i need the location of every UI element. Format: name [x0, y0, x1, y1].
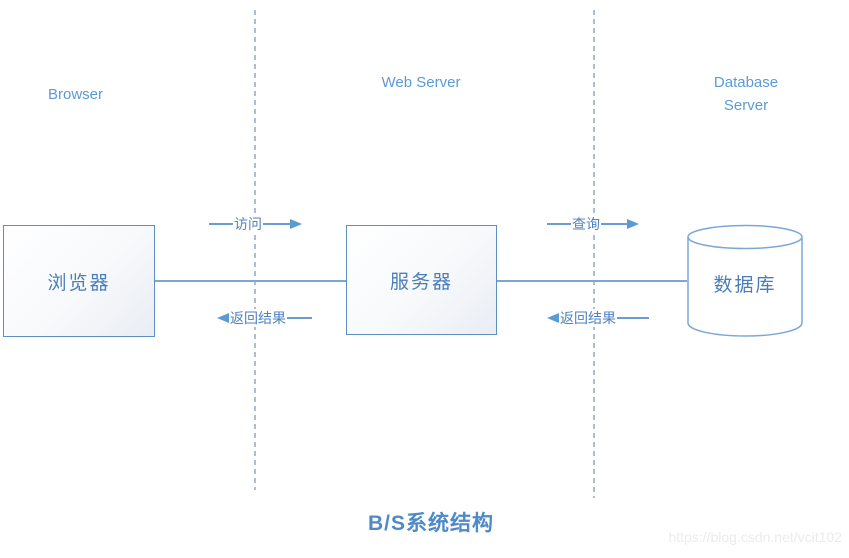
arrow-return-result-right-label: 返回结果	[560, 310, 616, 326]
watermark-text: https://blog.csdn.net/vcit102	[668, 529, 842, 545]
arrow-return-result-right: 返回结果	[547, 309, 649, 327]
lane-label-web-server: Web Server	[381, 74, 461, 91]
arrow-query-tail-line	[547, 223, 571, 225]
connector-browser-server	[155, 280, 346, 282]
arrow-left-icon	[547, 313, 559, 323]
arrow-right-icon	[627, 219, 639, 229]
node-browser-label: 浏览器	[47, 272, 111, 294]
lane-label-database-server: Database Server	[713, 74, 779, 115]
connector-server-database	[497, 280, 687, 282]
arrow-access: 访问	[209, 215, 302, 233]
arrow-right-icon	[290, 219, 302, 229]
database-cylinder-icon	[687, 224, 803, 337]
arrow-access-label: 访问	[234, 216, 262, 232]
diagram-title: B/S系统结构	[367, 512, 494, 535]
arrow-return-result-left: 返回结果	[217, 309, 312, 327]
node-database: 数据库	[687, 224, 803, 338]
arrow-access-tail-line	[209, 223, 233, 225]
node-web-server: 服务器	[346, 225, 497, 335]
node-web-server-label: 服务器	[389, 271, 453, 293]
arrow-left-icon	[217, 313, 229, 323]
arrow-access-lead-line	[263, 223, 290, 225]
arrow-query-lead-line	[601, 223, 627, 225]
arrow-query: 查询	[547, 215, 639, 233]
lane-separator-left	[254, 10, 256, 490]
arrow-return-result-left-tail-line	[287, 317, 312, 319]
arrow-query-label: 查询	[572, 216, 600, 232]
node-database-label: 数据库	[713, 275, 777, 296]
lane-separator-right	[593, 10, 595, 498]
arrow-return-result-right-tail-line	[617, 317, 649, 319]
arrow-return-result-left-label: 返回结果	[230, 310, 286, 326]
lane-label-browser: Browser	[48, 86, 104, 103]
node-browser: 浏览器	[3, 225, 155, 337]
